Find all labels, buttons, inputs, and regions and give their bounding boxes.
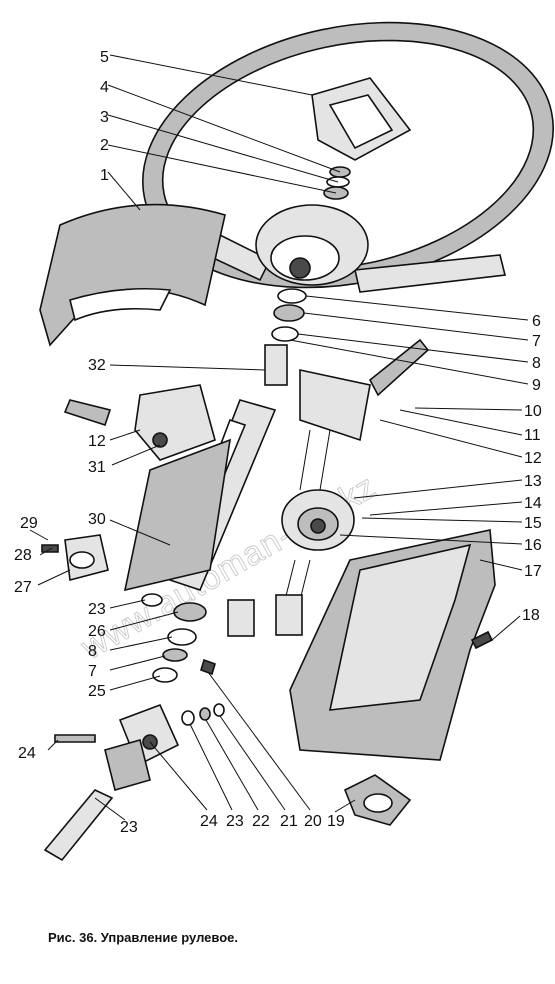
column-bracket (123, 438, 231, 592)
callout-31: 29 (20, 515, 38, 532)
callout-25: 23 (120, 819, 138, 836)
intermediate-shaft (43, 789, 114, 862)
combination-switch-right (227, 338, 430, 637)
callout-numbers: 5 4 3 2 1 6 7 8 9 32 10 11 12 12 31 13 1… (14, 49, 542, 836)
callout-32: 30 (88, 511, 106, 528)
bolt-26 (54, 734, 96, 743)
callout-5: 5 (100, 49, 109, 66)
lower-shaft-rings (141, 593, 207, 683)
callout-8: 8 (532, 355, 541, 372)
callout-23-lower: 23 (226, 813, 244, 830)
upper-shroud (39, 203, 226, 347)
callout-27: 25 (88, 683, 106, 700)
callout-19: 19 (327, 813, 345, 830)
callout-34: 32 (88, 357, 106, 374)
combination-switch-left (63, 384, 216, 461)
bolt-20 (200, 658, 216, 676)
leader-lines (29, 54, 529, 821)
callout-18: 18 (522, 607, 540, 624)
callout-16: 16 (524, 537, 542, 554)
callout-8-lower: 8 (88, 643, 97, 660)
callout-20: 20 (304, 813, 322, 830)
shaft-rings (264, 288, 307, 386)
callout-12-right: 12 (524, 450, 542, 467)
clamp-assembly (41, 534, 109, 582)
washer-21 (199, 707, 211, 721)
callout-13: 13 (524, 473, 542, 490)
callout-6: 6 (532, 313, 541, 330)
callout-7: 7 (532, 333, 541, 350)
figure-caption: Рис. 36. Управление рулевое. (48, 930, 238, 945)
callout-12-left: 12 (88, 433, 106, 450)
universal-joint (104, 703, 180, 791)
callout-11: 11 (524, 427, 541, 444)
ignition-bezel (343, 774, 412, 826)
callout-3: 3 (100, 109, 109, 126)
callout-21: 21 (280, 813, 298, 830)
callout-17: 17 (524, 563, 542, 580)
callout-26: 24 (18, 745, 36, 762)
callout-9: 9 (532, 377, 541, 394)
callout-28: 26 (88, 623, 106, 640)
lower-shroud (289, 529, 496, 761)
callout-15: 15 (524, 515, 542, 532)
callout-10: 10 (524, 403, 542, 420)
washer-22 (181, 710, 195, 726)
nut-21 (213, 703, 225, 717)
callout-22: 22 (252, 813, 270, 830)
callout-24: 24 (200, 813, 218, 830)
callout-23-upper: 23 (88, 601, 106, 618)
callout-33: 31 (88, 459, 106, 476)
callout-4: 4 (100, 79, 109, 96)
callout-7-lower: 7 (88, 663, 97, 680)
callout-29: 27 (14, 579, 32, 596)
callout-1: 1 (100, 167, 109, 184)
callout-2: 2 (100, 137, 109, 154)
horn-pad (311, 77, 412, 161)
callout-30: 28 (14, 547, 32, 564)
callout-14: 14 (524, 495, 542, 512)
